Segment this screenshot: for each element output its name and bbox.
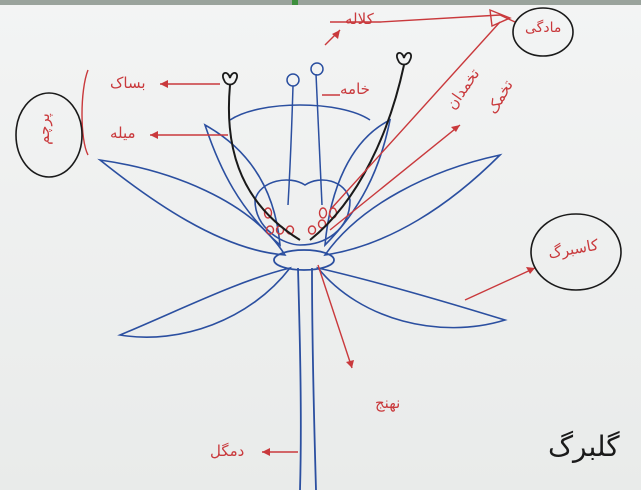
arrow-ovule — [329, 124, 461, 231]
anther-right — [396, 52, 412, 66]
stamen-bracket — [81, 69, 89, 156]
stem-line-2 — [311, 267, 317, 490]
receptacle-shape — [273, 249, 335, 271]
stigma-left — [286, 73, 300, 87]
label-filament: بساک — [110, 74, 146, 92]
stem-line — [297, 267, 302, 490]
label-stigma: کلاله — [345, 10, 374, 28]
label-petal: گلبرگ — [548, 430, 620, 463]
petal-right — [323, 153, 503, 257]
stigma-right — [310, 62, 324, 76]
style-right — [315, 73, 323, 206]
label-anther: میله — [110, 124, 136, 142]
arrow-stigma — [330, 14, 501, 23]
petal-back — [229, 104, 371, 121]
petal-inner-left — [203, 123, 281, 247]
filament-right — [309, 64, 405, 241]
arrow-ovary — [329, 21, 501, 211]
sepal-right — [315, 266, 508, 329]
label-receptacle: نهنج — [375, 394, 401, 412]
label-stamen: پرچم — [34, 113, 53, 145]
petal-left — [97, 158, 287, 256]
stamen-circle — [15, 92, 83, 178]
arrow-sepal — [464, 267, 536, 301]
frame-marker — [292, 0, 298, 5]
label-stem: دمگل — [210, 442, 245, 460]
pistil-circle — [512, 7, 574, 57]
anther-left — [222, 72, 238, 86]
board-frame-top — [0, 0, 641, 5]
filament-left — [227, 84, 301, 241]
pistil-arrowhead — [489, 8, 512, 28]
label-pistil: مادگی — [525, 20, 562, 36]
style-left — [287, 85, 294, 206]
label-style: خامه — [340, 80, 370, 98]
sepal-left — [117, 266, 293, 338]
arrow-receptacle — [317, 264, 353, 369]
sepal-circle — [530, 213, 622, 291]
